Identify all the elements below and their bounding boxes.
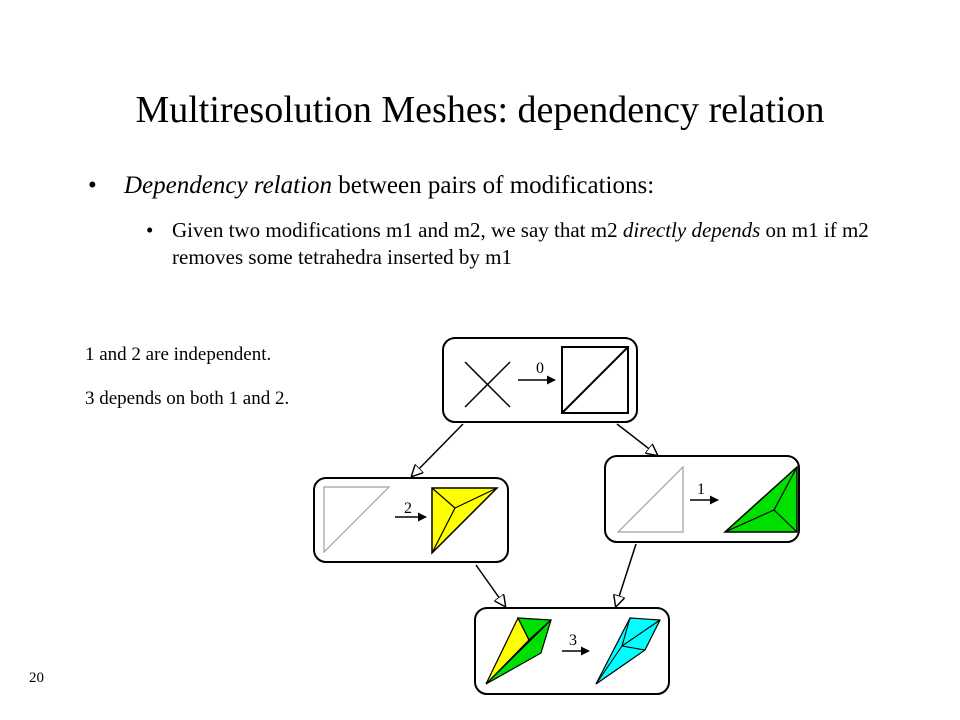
node-2-inner-edge-a (431, 487, 456, 509)
node-2-faint-triangle (323, 486, 391, 554)
node-2-inner-edge-b (454, 487, 498, 509)
term-directly-depends: directly depends (622, 218, 761, 242)
arc-0-to-1 (616, 423, 657, 455)
node-2-label: 2 (404, 500, 412, 517)
note-independent: 1 and 2 are independent. (85, 344, 272, 365)
bullet-text: Dependency relation between pairs of mod… (124, 172, 654, 200)
bullet-marker: • (88, 172, 97, 199)
bullet-rest: between pairs of modifications: (332, 172, 655, 199)
node-1-inner-edge-a (773, 466, 798, 511)
node-3-cyan-edge-b (621, 619, 661, 647)
slide-title: Multiresolution Meshes: dependency relat… (135, 89, 825, 131)
node-0-label: 0 (536, 360, 544, 377)
node-1-inner-edge-b (773, 509, 798, 533)
node-modification-0: 0 (442, 337, 638, 423)
node-modification-3: 3 (474, 607, 670, 695)
arc-1-to-3 (616, 543, 637, 606)
node-0-cross-line-b (464, 361, 511, 408)
node-3-green-face (485, 619, 552, 685)
node-1-green-triangle (723, 465, 798, 533)
definition-part2: on m1 if m2 removes some tetrahedra inse… (172, 218, 869, 269)
node-modification-2: 2 (313, 477, 509, 563)
sub-bullet-text: Given two modifications m1 and m2, we sa… (172, 217, 882, 271)
arc-2-to-3 (475, 564, 505, 606)
node-3-label: 3 (569, 632, 577, 649)
node-1-inner-edge-c (724, 509, 775, 533)
definition-part1: Given two modifications m1 and m2, we sa… (172, 218, 623, 242)
node-3-green-face-top (516, 617, 553, 641)
node-1-faint-triangle (616, 465, 684, 533)
sub-bullet-marker: • (146, 218, 154, 242)
node-2-yellow-triangle (431, 487, 499, 555)
node-2-inner-edge-c (431, 507, 456, 554)
arc-0-to-2 (412, 423, 464, 476)
node-modification-1: 1 (604, 455, 800, 543)
note-depends: 3 depends on both 1 and 2. (85, 388, 290, 409)
node-1-label: 1 (697, 481, 705, 498)
node-3-cyan-edge-d (621, 645, 646, 651)
node-0-diagonal (561, 346, 629, 414)
slide-number: 20 (29, 670, 44, 686)
node-3-cyan-edge-a (621, 617, 631, 647)
term-dependency-relation: Dependency relation (124, 172, 333, 199)
node-3-cyan-edge-c (595, 645, 623, 685)
